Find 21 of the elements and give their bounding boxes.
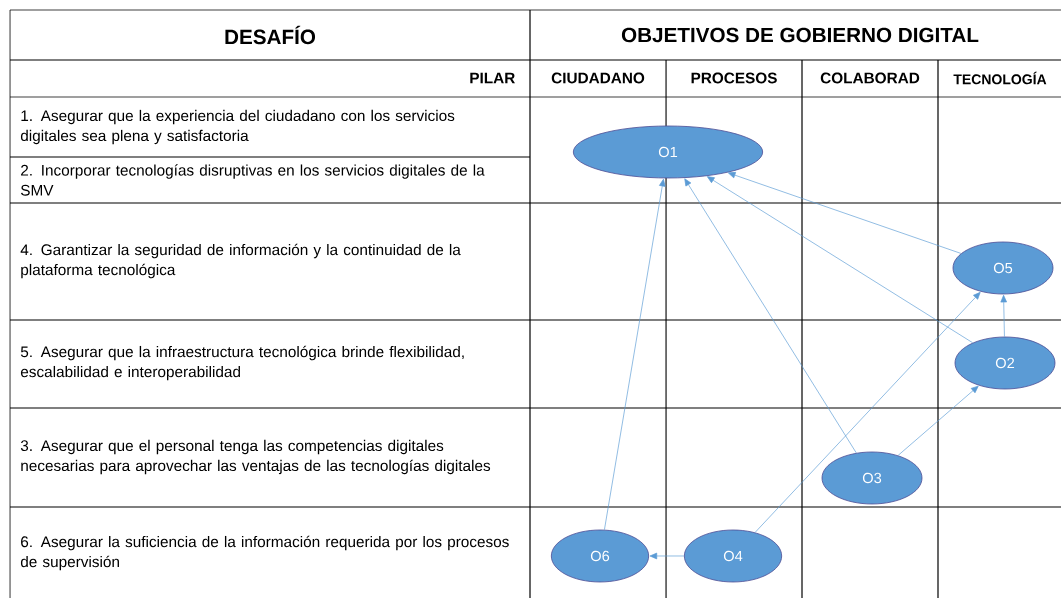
column-header: COLABORAD bbox=[820, 72, 920, 84]
arrow bbox=[604, 178, 666, 531]
challenge-text: 2. Incorporar tecnologías disruptivas en los servicios digitales de la SMV bbox=[20, 164, 485, 196]
challenge-text: 5. Asegurar que la infraestructura tecnológica brinde flexibilidad, escalabilidad e interoperabilidad bbox=[20, 345, 464, 381]
column-header: OBJETIVOS DE GOBIERNO DIGITAL bbox=[621, 27, 979, 43]
challenge-text: 6. Asegurar la suficiencia de la información requerida por los procesos de supervisión bbox=[20, 535, 509, 571]
challenge-text: 4. Garantizar la seguridad de información y la continuidad de la plataforma tecnológica bbox=[20, 243, 461, 279]
arrow bbox=[727, 172, 962, 254]
column-header: CIUDADANO bbox=[551, 72, 645, 84]
column-header: PILAR bbox=[470, 72, 515, 84]
arrow bbox=[706, 176, 973, 344]
challenge-text: 1. Asegurar que la experiencia del ciudadano con los servicios digitales sea plena y satisfactoria bbox=[20, 109, 455, 145]
column-header: DESAFÍO bbox=[225, 25, 316, 45]
arrow bbox=[754, 292, 981, 533]
column-header: PROCESOS bbox=[691, 72, 777, 84]
arrow bbox=[649, 552, 685, 560]
arrow bbox=[684, 178, 857, 454]
arrow bbox=[897, 385, 979, 456]
column-header: TECNOLOGÍA bbox=[953, 71, 1047, 85]
arrow bbox=[1000, 294, 1007, 337]
challenge-text: 3. Asegurar que el personal tenga las competencias digitales necesarias para aprovechar las ventajas de las tecnologías digitales bbox=[20, 439, 491, 475]
